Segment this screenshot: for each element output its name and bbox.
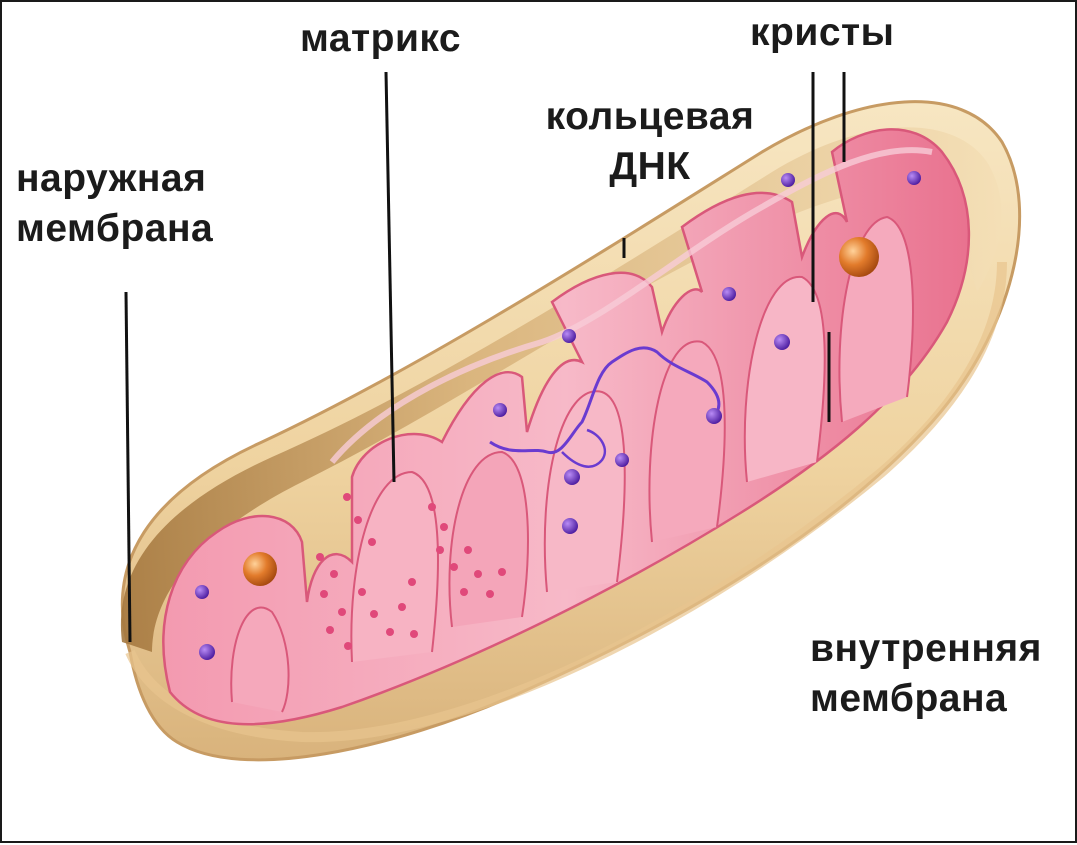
label-circular-dna: кольцевая ДНК: [526, 92, 774, 192]
label-cristae-text: кристы: [750, 8, 894, 58]
label-circular-dna-line2: ДНК: [526, 142, 774, 192]
label-outer-membrane-line2: мембрана: [16, 204, 213, 254]
label-inner-membrane-line2: мембрана: [810, 674, 1042, 724]
label-outer-membrane: наружная мембрана: [16, 154, 213, 254]
label-cristae: кристы: [750, 8, 894, 58]
label-matrix: матрикс: [300, 14, 461, 64]
label-inner-membrane: внутренняя мембрана: [810, 624, 1042, 724]
label-circular-dna-line1: кольцевая: [526, 92, 774, 142]
label-inner-membrane-line1: внутренняя: [810, 624, 1042, 674]
label-matrix-text: матрикс: [300, 14, 461, 64]
label-outer-membrane-line1: наружная: [16, 154, 213, 204]
